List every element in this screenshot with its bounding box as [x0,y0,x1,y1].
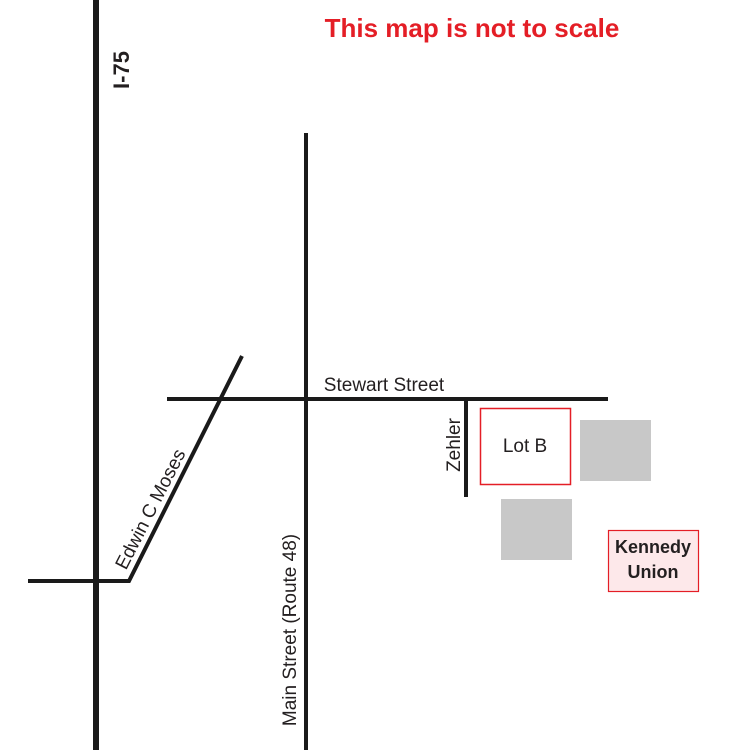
edwin-c-moses-label: Edwin C Moses [112,446,191,573]
kennedy-union-box [607,529,700,593]
zehler-label: Zehler [444,417,465,472]
building-south [501,499,572,560]
lot-b-box [479,407,572,486]
i75-label: I-75 [109,51,134,89]
edwin-c-moses-road [28,355,244,583]
kennedy-union-label-line2: Union [628,562,679,582]
stewart-street-label: Stewart Street [324,375,445,396]
lot-b-label: Lot B [503,436,547,457]
map-title: This map is not to scale [325,13,620,43]
main-street-label: Main Street (Route 48) [280,534,301,726]
kennedy-union-label-line1: Kennedy [615,537,691,557]
building-east [580,420,651,481]
